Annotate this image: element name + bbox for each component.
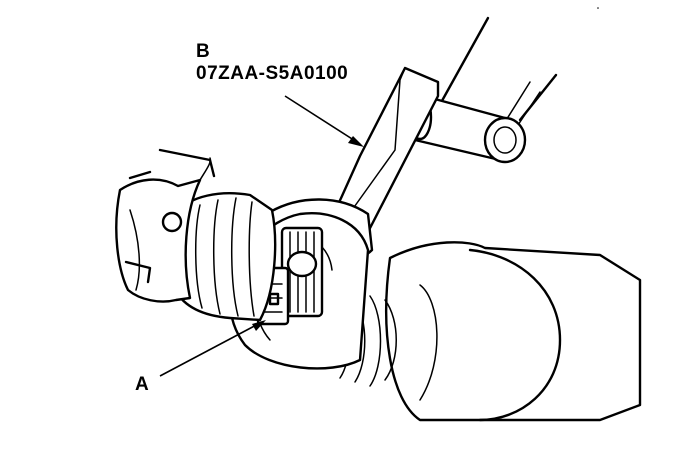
left-boot: [168, 192, 277, 322]
speck-mark: [597, 7, 599, 9]
callout-b-part-number: 07ZAA-S5A0100: [196, 63, 349, 84]
leader-line-a: [159, 320, 266, 377]
inner-joint-housing: [115, 148, 216, 303]
callout-b-letter: B: [196, 41, 210, 62]
right-housing: [339, 241, 642, 422]
callout-a-letter: A: [135, 374, 149, 395]
leader-line-b: [284, 95, 364, 147]
